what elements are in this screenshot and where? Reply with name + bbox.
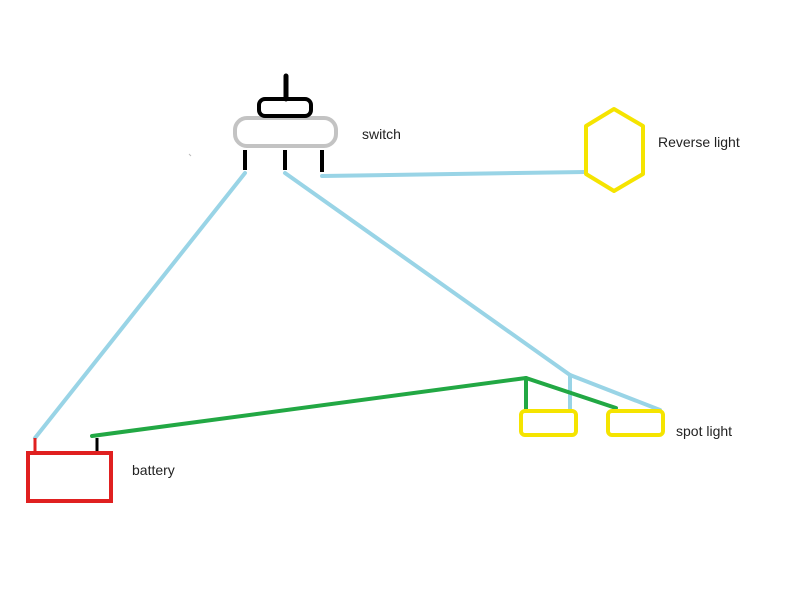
- toggle-switch-icon: [233, 73, 338, 172]
- rounded-rect-lamp-icon: [606, 409, 665, 437]
- switch-body: [233, 116, 338, 148]
- wire-spot-branch-right: [568, 373, 662, 412]
- wire-battery-to-spot-lights: [90, 376, 528, 438]
- switch-label: switch: [362, 126, 401, 142]
- battery-body: [26, 451, 113, 503]
- signal-wires: [33, 170, 662, 440]
- hexagon-lamp-icon: [584, 107, 645, 193]
- spot-light-label: spot light: [676, 423, 732, 439]
- battery-label: battery: [132, 462, 175, 478]
- wire-ground-branch-right: [524, 376, 618, 410]
- stray-mark: [188, 153, 192, 157]
- switch-lever-base: [257, 97, 313, 118]
- wire-switch-to-spot-lights: [283, 171, 572, 377]
- reverse-light-label: Reverse light: [658, 134, 740, 150]
- ground-wires: [90, 376, 618, 438]
- wire-switch-to-reverse-light: [320, 170, 587, 178]
- battery-box-icon: [26, 438, 113, 503]
- rounded-rect-lamp-icon: [519, 409, 578, 437]
- wire-switch-to-battery: [33, 171, 247, 440]
